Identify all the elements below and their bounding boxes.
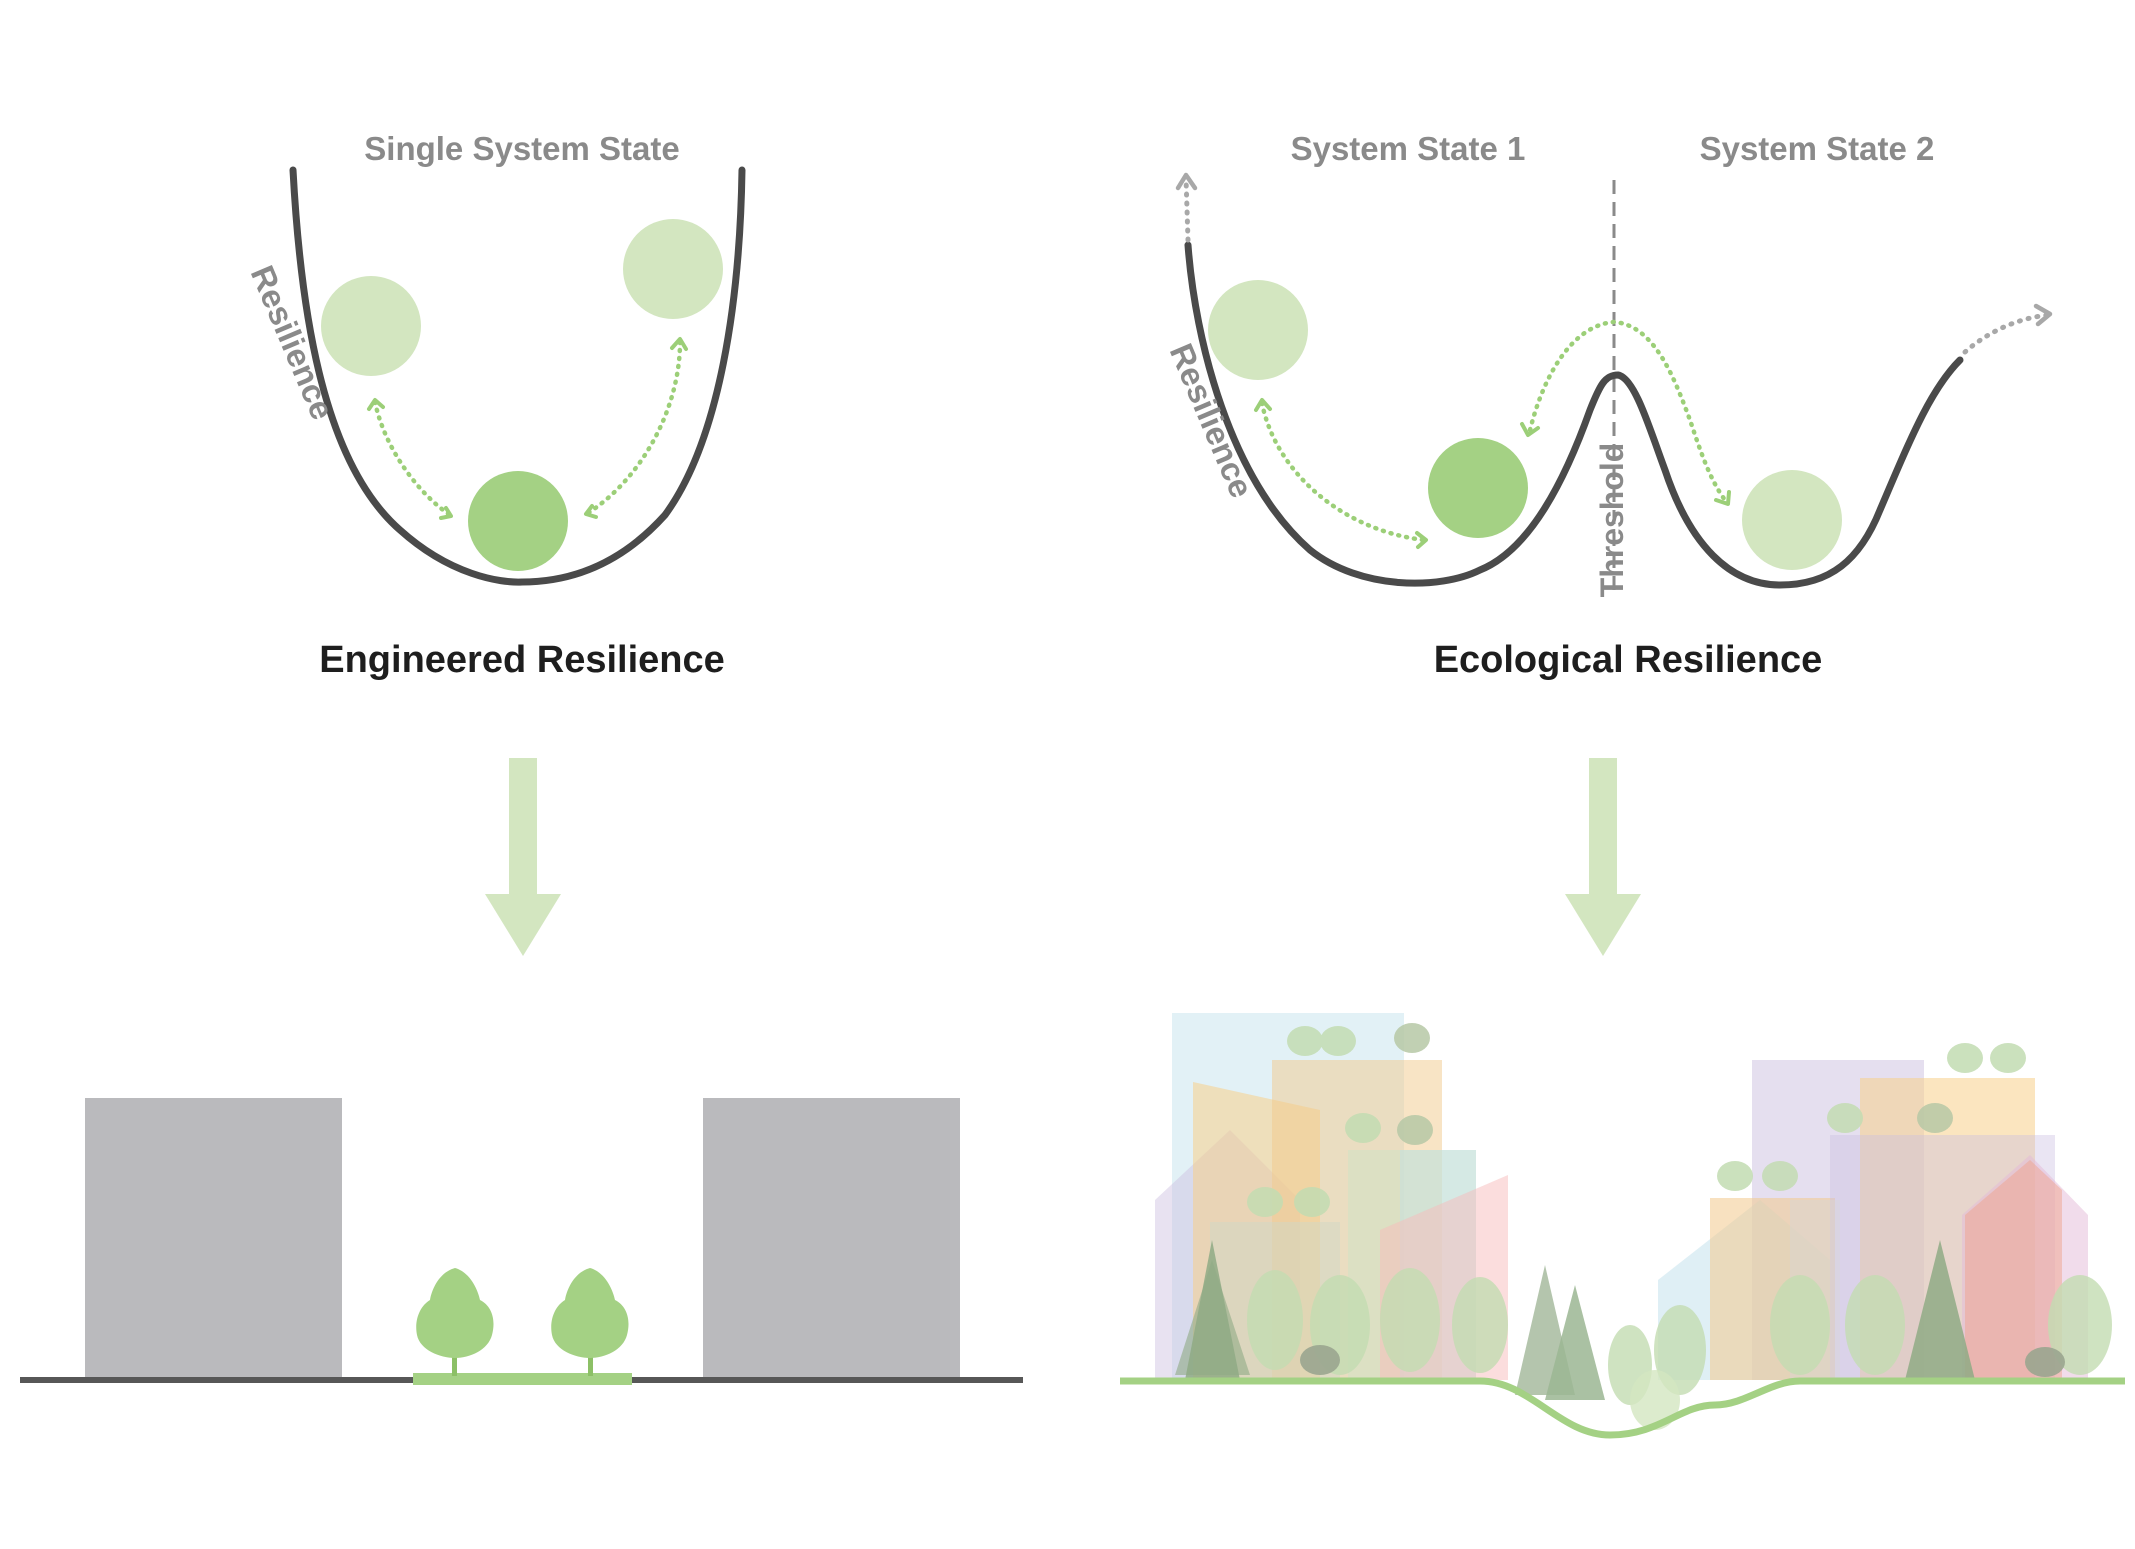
engineered-resilience-title: Engineered Resilience (319, 639, 725, 681)
system-state-1-label: System State 1 (1291, 130, 1526, 167)
forest-trees (1175, 1240, 2112, 1430)
ball-resting (468, 471, 568, 571)
street-tree-left (416, 1268, 494, 1376)
right-return-arrowhead-top (670, 337, 688, 351)
left-building (85, 1098, 342, 1380)
threshold-crossing-arrow (1527, 319, 1728, 503)
threshold-label: Threshold (1594, 443, 1630, 598)
threshold-crossing-arrowhead-left (1520, 422, 1540, 437)
engineered-down-arrow (485, 758, 561, 956)
right-return-arrow (585, 339, 683, 516)
eco-return-arrow (1259, 400, 1427, 543)
ecological-panel: System State 1 System State 2 Threshold … (1120, 130, 2125, 1439)
ball-upper-left (321, 276, 421, 376)
ball-upper-right (623, 219, 723, 319)
eco-return-arrowhead-top (1254, 398, 1272, 412)
left-return-arrowhead-top (367, 398, 385, 411)
street-tree-right (551, 1268, 629, 1376)
right-return-arrowhead-bottom (584, 504, 598, 519)
eco-ball-state2 (1742, 470, 1842, 570)
left-escape-arrowhead (1175, 172, 1198, 191)
ecological-basin-curve (1184, 241, 1964, 589)
right-escape-arrowhead (2033, 303, 2053, 327)
engineered-panel: Single System State Resilience Engineere… (20, 130, 1023, 1385)
engineered-basin-curve (289, 166, 746, 586)
ecological-ground-line (1120, 1377, 2125, 1439)
rooftop-trees (1247, 1023, 2026, 1217)
left-return-arrow (372, 399, 453, 518)
engineered-green-strip (413, 1373, 632, 1385)
ecological-down-arrow (1565, 758, 1641, 956)
single-system-state-label: Single System State (364, 130, 679, 167)
eco-return-arrowhead-bottom (1415, 531, 1428, 549)
ecological-resilience-title: Ecological Resilience (1434, 639, 1823, 681)
eco-ball-resting-state1 (1428, 438, 1528, 538)
right-escape-arrow (1962, 312, 2051, 355)
system-state-2-label: System State 2 (1700, 130, 1935, 167)
eco-ball-upper-left (1208, 280, 1308, 380)
threshold-crossing-arrowhead-right (1714, 490, 1731, 506)
right-building (703, 1098, 960, 1380)
left-return-arrowhead-bottom (439, 506, 453, 520)
left-escape-arrow (1183, 175, 1191, 243)
